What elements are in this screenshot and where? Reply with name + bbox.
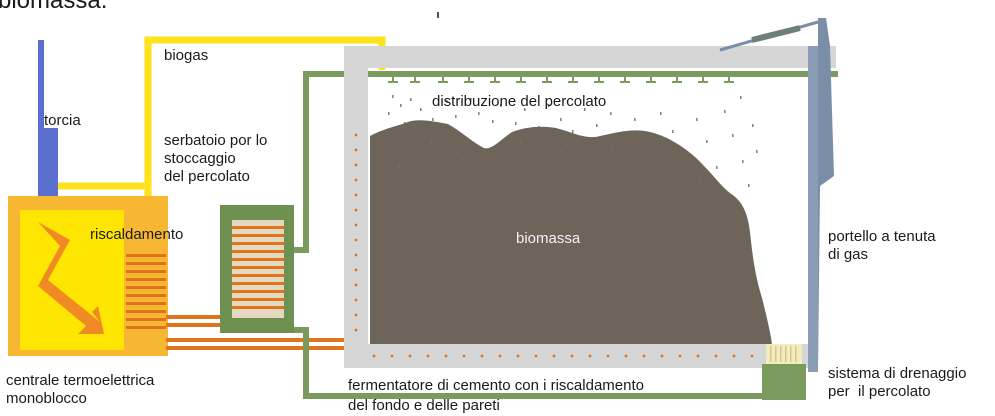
power-plant: [8, 196, 168, 356]
power-plant-label: centrale termoelettrica monoblocco: [6, 372, 155, 407]
torch: [38, 40, 58, 198]
sprinkler-nozzles: [388, 76, 734, 83]
percolate-tank-label: serbatoio por lo stoccaggio del percolat…: [164, 132, 268, 185]
gas-tight-door: [719, 18, 834, 372]
wall-heating-dots: [354, 133, 754, 358]
gas-tight-door-label: portello a tenuta di gas: [828, 228, 936, 263]
top-mark: [437, 12, 439, 18]
power-plant-heating-coil: [126, 254, 166, 329]
heating-label: riscaldamento: [90, 226, 184, 243]
biomass-specks: [385, 140, 702, 183]
biogas-pipe: [58, 36, 386, 215]
percolate-distribution-label: distribuzione del percolato: [432, 93, 607, 110]
percolate-tank: [220, 205, 294, 333]
drainage-label: sistema di drenaggio per il percolato: [828, 365, 967, 400]
biomass-label: biomassa: [516, 230, 581, 247]
biomass-pile: [370, 120, 772, 345]
top-caption: biomassa.: [0, 0, 107, 14]
fermenter-label: fermentatore di cemento con i riscaldame…: [348, 377, 644, 414]
biogas-label: biogas: [164, 47, 209, 64]
torch-label: torcia: [44, 112, 81, 129]
drainage-system: [762, 344, 806, 400]
fermenter-walls: [344, 46, 836, 368]
heating-pipes: [166, 315, 358, 350]
